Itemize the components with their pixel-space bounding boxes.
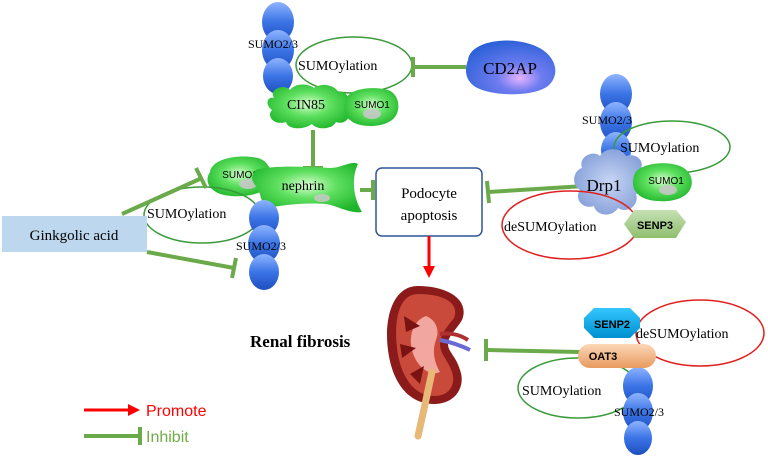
sumo23-protein-bottom bbox=[623, 367, 653, 455]
senp2-label: SENP2 bbox=[594, 319, 630, 331]
sumo1-label-top: SUMO1 bbox=[354, 100, 390, 111]
inhibit-ginkgolic-sumo23 bbox=[146, 250, 238, 279]
sumoylation-label-right: SUMOylation bbox=[620, 141, 699, 156]
sumo1-label-right: SUMO1 bbox=[648, 176, 684, 187]
legend-inhibit-line bbox=[84, 427, 142, 445]
podocyte-apoptosis-box bbox=[375, 167, 483, 237]
podocyte-label-line1: Podocyte bbox=[401, 186, 457, 202]
sumo23-label-bottom: SUMO2/3 bbox=[614, 405, 664, 419]
sumo23-protein-left bbox=[248, 200, 280, 290]
inhibit-oat3-kidney bbox=[484, 339, 581, 361]
promote-podocyte-kidney bbox=[423, 236, 435, 278]
kidney-icon bbox=[387, 286, 471, 440]
oat3-label: OAT3 bbox=[589, 351, 618, 363]
desumoylation-label-bottom: deSUMOylation bbox=[636, 327, 729, 342]
nephrin-protein bbox=[252, 162, 362, 213]
oat3-protein bbox=[578, 344, 656, 368]
inhibit-cd2ap-sumoylation bbox=[411, 57, 466, 77]
sumo1-label-left: SUMO1 bbox=[222, 170, 258, 181]
inhibit-cin85-nephrin bbox=[303, 130, 323, 170]
legend-promote-arrow bbox=[84, 404, 140, 416]
podocyte-label-line2: apoptosis bbox=[401, 208, 458, 224]
cd2ap-protein bbox=[465, 40, 556, 95]
legend-promote-label: Promote bbox=[146, 403, 207, 420]
inhibit-ginkgolic-sumo1 bbox=[121, 167, 208, 216]
inhibit-nephrin-podocyte bbox=[360, 180, 375, 200]
cd2ap-label: CD2AP bbox=[483, 59, 537, 78]
sumoylation-label-top: SUMOylation bbox=[298, 59, 377, 74]
sumo1-protein-right bbox=[632, 163, 692, 202]
sumo1-protein-top bbox=[344, 88, 399, 126]
cin85-label: CIN85 bbox=[287, 98, 325, 113]
sumo23-label-top: SUMO2/3 bbox=[248, 37, 298, 51]
legend-inhibit-label: Inhibit bbox=[146, 429, 189, 446]
sumo23-protein-top bbox=[262, 2, 294, 94]
legend: Promote Inhibit bbox=[84, 403, 207, 446]
ginkgolic-acid-box bbox=[2, 216, 147, 252]
sumo23-label-right: SUMO2/3 bbox=[582, 113, 632, 127]
ginkgolic-acid-label: Ginkgolic acid bbox=[30, 228, 119, 244]
sumoylation-label-bottom: SUMOylation bbox=[522, 384, 601, 399]
sumo1-protein-left bbox=[207, 156, 272, 197]
sumoylation-label-left: SUMOylation bbox=[147, 207, 226, 222]
senp3-protein bbox=[624, 210, 686, 238]
senp2-protein bbox=[584, 308, 640, 338]
desumoylation-label-right: deSUMOylation bbox=[504, 220, 597, 235]
nephrin-label: nephrin bbox=[282, 179, 325, 194]
drp1-protein bbox=[574, 149, 646, 215]
desumoylation-ellipse-bottom bbox=[635, 299, 765, 367]
renal-fibrosis-label: Renal fibrosis bbox=[250, 332, 351, 351]
cin85-protein bbox=[267, 84, 350, 129]
drp1-label: Drp1 bbox=[587, 176, 622, 195]
senp3-label: SENP3 bbox=[637, 220, 673, 232]
sumo23-label-left: SUMO2/3 bbox=[236, 239, 286, 253]
inhibit-drp1-podocyte bbox=[485, 180, 586, 204]
